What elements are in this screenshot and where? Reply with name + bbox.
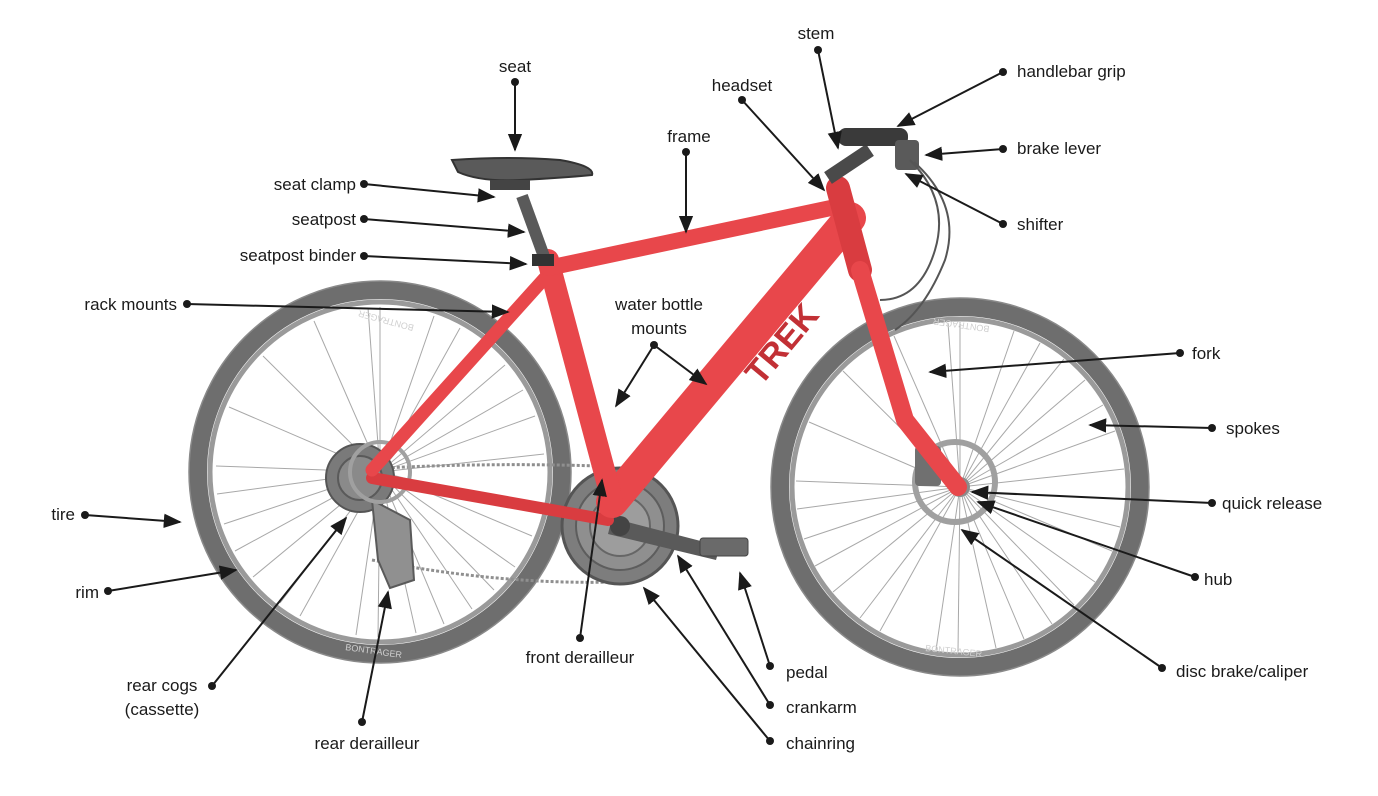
label-hub: hub (1204, 570, 1233, 589)
leader-rear-cogs (211, 516, 348, 687)
label-frame: frame (667, 127, 711, 146)
label-seatpost-binder: seatpost binder (239, 246, 356, 265)
label-water-bottle-mounts-2: mounts (631, 319, 687, 338)
leader-handlebar-grip (896, 71, 1004, 127)
label-pedal: pedal (786, 663, 828, 682)
leader-fork (928, 352, 1181, 378)
label-rear-cogs-1: rear cogs (126, 676, 198, 695)
leader-hub (976, 500, 1196, 578)
label-quick-release: quick release (1222, 494, 1323, 513)
label-chainring: chainring (786, 734, 855, 753)
leader-stem (817, 49, 842, 150)
label-spokes: spokes (1226, 419, 1280, 438)
label-fork: fork (1192, 344, 1221, 363)
label-brake-lever: brake lever (1017, 139, 1102, 158)
leader-water-bottle-a (615, 344, 655, 408)
label-seat: seat (498, 57, 532, 76)
label-headset: headset (711, 76, 773, 95)
label-stem: stem (797, 24, 835, 43)
leader-spokes (1088, 418, 1213, 433)
bike-frame: TREK (365, 176, 967, 526)
leader-rack-mounts (186, 303, 510, 319)
label-seatpost: seatpost (291, 210, 356, 229)
leader-disc-brake (960, 528, 1163, 669)
cockpit (824, 128, 951, 331)
leader-seatpost (363, 218, 526, 238)
label-disc-brake-caliper: disc brake/caliper (1176, 662, 1309, 681)
leader-seat-clamp (363, 183, 496, 203)
leader-brake-lever (924, 146, 1004, 161)
label-crankarm: crankarm (786, 698, 857, 717)
leader-seatpost-binder (363, 255, 528, 271)
leader-water-bottle-b (653, 344, 708, 386)
label-rack-mounts: rack mounts (84, 295, 177, 314)
label-rim: rim (75, 583, 99, 602)
leader-tire (84, 513, 182, 528)
leader-crankarm (677, 554, 771, 706)
label-water-bottle-mounts-1: water bottle (615, 295, 703, 314)
leader-chainring (642, 586, 771, 742)
label-seat-clamp: seat clamp (273, 175, 356, 194)
leader-front-derailleur (579, 478, 607, 639)
leader-rim (107, 565, 238, 592)
label-handlebar-grip: handlebar grip (1017, 62, 1126, 81)
tire-brand-rear-top: BONTRAGER (357, 308, 415, 333)
leader-pedal (738, 571, 771, 667)
leader-dots (81, 46, 1216, 745)
label-rear-cogs-2: (cassette) (124, 700, 200, 719)
label-front-derailleur: front derailleur (525, 648, 635, 667)
leader-headset (741, 99, 826, 192)
leader-shifter (904, 173, 1004, 225)
label-shifter: shifter (1017, 215, 1064, 234)
label-rear-derailleur: rear derailleur (314, 734, 420, 753)
label-tire: tire (51, 505, 75, 524)
leader-quick-release (970, 485, 1213, 504)
seat-assembly (450, 157, 594, 266)
leader-rear-derailleur (361, 590, 392, 723)
